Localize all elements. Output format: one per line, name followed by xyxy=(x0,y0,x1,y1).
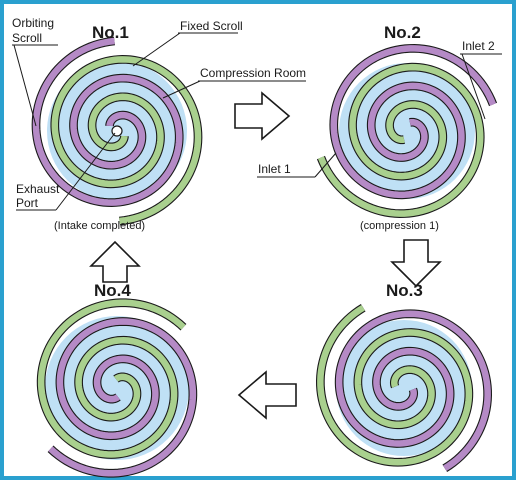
fixed-scroll-leader-diagonal xyxy=(132,32,181,67)
inlet-2-label: Inlet 2 xyxy=(462,39,495,53)
stage-4-scrolls xyxy=(36,298,198,478)
fixed-scroll-label: Fixed Scroll xyxy=(180,19,243,33)
stage-1-caption: (Intake completed) xyxy=(54,220,145,232)
arrow-up-icon xyxy=(89,240,141,283)
stage-3-title: No.3 xyxy=(386,281,423,300)
compression-room-label: Compression Room xyxy=(200,66,306,80)
fixed-scroll xyxy=(317,63,484,217)
orbiting-scroll xyxy=(48,318,197,477)
stage-2-scrolls xyxy=(316,44,498,218)
orbiting-scroll xyxy=(335,310,491,472)
stage-3-scrolls xyxy=(315,304,493,472)
fixed-scroll xyxy=(37,299,186,458)
fixed-scroll xyxy=(317,304,473,466)
orbiting-scroll-label-line2: Scroll xyxy=(12,31,42,45)
stage-2-caption: (compression 1) xyxy=(360,220,439,232)
arrow-down-icon xyxy=(390,239,442,288)
orbiting-scroll xyxy=(330,45,497,199)
stage-2-title: No.2 xyxy=(384,23,421,42)
stage-4-title: No.4 xyxy=(94,281,131,300)
stage-1-title: No.1 xyxy=(92,23,129,42)
exhaust-port-leader-diagonal xyxy=(55,132,116,211)
inlet-2-leader-diagonal xyxy=(461,53,486,120)
orbiting-scroll-leader-diagonal xyxy=(13,44,37,127)
inlet-1-label: Inlet 1 xyxy=(258,162,291,176)
arrow-right-icon xyxy=(234,91,291,141)
exhaust-port-label-line2: Port xyxy=(16,196,39,210)
arrow-left-icon xyxy=(237,370,297,420)
orbiting-scroll xyxy=(32,37,183,206)
fixed-scroll xyxy=(51,56,202,225)
compression-room-leader-diagonal xyxy=(162,80,201,99)
orbiting-scroll-label: Orbiting xyxy=(12,16,54,30)
exhaust-port-label: Exhaust xyxy=(16,182,60,196)
inlet-1-leader-diagonal xyxy=(314,152,337,178)
